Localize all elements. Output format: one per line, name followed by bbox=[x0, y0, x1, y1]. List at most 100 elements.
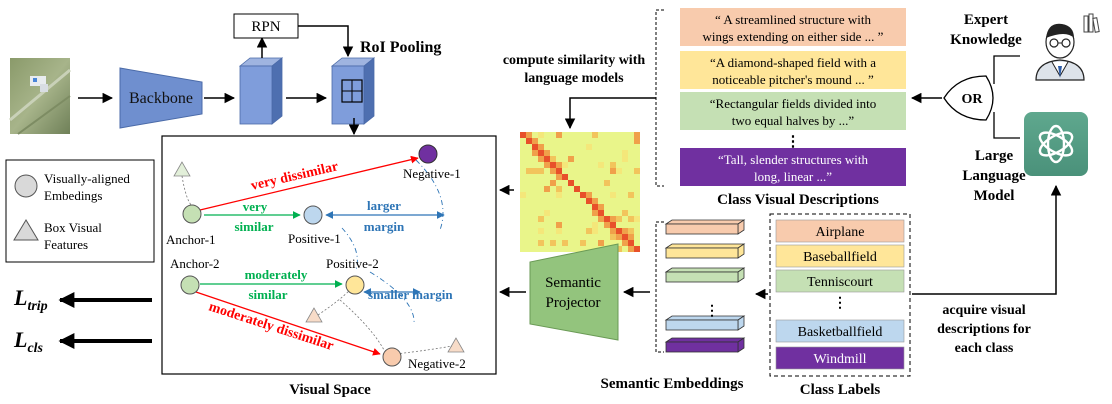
visual-space-box bbox=[161, 135, 497, 375]
class-label-box-basketballfield bbox=[775, 319, 905, 343]
heatmap-cell bbox=[538, 150, 544, 156]
positive-2-label: Positive-2 bbox=[326, 256, 379, 271]
class-label-box-airplane bbox=[775, 219, 905, 243]
similarity-heatmap bbox=[520, 132, 640, 252]
class-label-baseballfield: Baseballfield bbox=[803, 250, 877, 265]
heatmap-cell bbox=[520, 132, 526, 138]
embedding-bar-top bbox=[664, 267, 746, 273]
heatmap-cell bbox=[538, 216, 544, 222]
heatmap-cell bbox=[544, 210, 550, 216]
heatmap-cell bbox=[556, 186, 562, 192]
heatmap-cell bbox=[622, 150, 628, 156]
compute-similarity-line2: language models bbox=[524, 71, 624, 86]
roi-pooling-label: RoI Pooling bbox=[360, 39, 441, 56]
heatmap-cell bbox=[538, 132, 544, 138]
llm-line2: Language bbox=[962, 168, 1026, 184]
expert-knowledge-line1: Expert bbox=[964, 12, 1008, 28]
heatmap-cell bbox=[610, 228, 616, 234]
class-labels-title: Class Labels bbox=[800, 382, 881, 398]
cls-loss-label: Lcls bbox=[13, 327, 44, 356]
similar-label: similar bbox=[235, 219, 274, 234]
heatmap-cell bbox=[592, 204, 598, 210]
margin-arc-2 bbox=[341, 227, 358, 271]
visual-space-title: Visual Space bbox=[289, 382, 371, 398]
moderately-similar-label: similar bbox=[249, 287, 288, 302]
class-label-box-baseballfield bbox=[775, 244, 905, 268]
description-box-tenniscourt bbox=[680, 92, 906, 130]
heatmap-cell bbox=[538, 240, 544, 246]
dotted-link bbox=[317, 289, 351, 316]
class-label-box-tenniscourt bbox=[775, 269, 905, 293]
expert-to-or-line bbox=[993, 55, 1020, 84]
negative-2-label: Negative-2 bbox=[408, 356, 466, 371]
heatmap-cell bbox=[592, 228, 598, 234]
class-label-windmill: Windmill bbox=[813, 352, 866, 367]
heatmap-cell bbox=[616, 228, 622, 234]
heatmap-cell bbox=[592, 132, 598, 138]
embedding-bar bbox=[665, 341, 739, 353]
embeddings-bracket bbox=[655, 221, 664, 353]
or-gate bbox=[943, 75, 994, 121]
heatmap-cell bbox=[562, 240, 568, 246]
rpn-box bbox=[233, 13, 299, 39]
heatmap-cell bbox=[538, 156, 544, 162]
heatmap-cell bbox=[550, 168, 556, 174]
heatmap-cell bbox=[532, 150, 538, 156]
dotted-link bbox=[339, 299, 385, 351]
heatmap-cell bbox=[622, 210, 628, 216]
heatmap-cell bbox=[592, 210, 598, 216]
description-baseballfield-line1: “A diamond-shaped field with a bbox=[710, 55, 876, 70]
semantic-embeddings bbox=[664, 219, 746, 353]
positive-1-circle bbox=[303, 205, 323, 225]
heatmap-cell bbox=[568, 156, 574, 162]
heatmap-cell bbox=[598, 204, 604, 210]
heatmap-cell bbox=[628, 240, 634, 246]
heatmap-cell bbox=[634, 246, 640, 252]
heatmap-cell bbox=[556, 192, 562, 198]
legend-triangle-line2: Features bbox=[44, 237, 88, 252]
embedding-bar bbox=[665, 223, 739, 235]
heatmap-cell bbox=[550, 180, 556, 186]
embedding-bar-top bbox=[664, 243, 746, 249]
llm-logo-icon bbox=[1024, 112, 1088, 176]
heatmap-cell bbox=[586, 144, 592, 150]
embeddings-ellipsis: ⋮ bbox=[705, 304, 719, 319]
anchor-1-label: Anchor-1 bbox=[166, 232, 216, 247]
semantic-embeddings-title: Semantic Embeddings bbox=[601, 376, 744, 392]
moderately-label: moderately bbox=[245, 267, 308, 282]
heatmap-cell bbox=[628, 246, 634, 252]
visual-feature-triangle bbox=[447, 337, 465, 353]
expert-knowledge-line2: Knowledge bbox=[950, 32, 1022, 48]
llm-line3: Model bbox=[974, 188, 1015, 204]
class-label-basketballfield: Basketballfield bbox=[798, 325, 883, 340]
anchor-2-label: Anchor-2 bbox=[170, 256, 220, 271]
dotted-link bbox=[181, 175, 193, 207]
acquire-line3: each class bbox=[955, 341, 1014, 356]
moderately-dissimilar-arrow bbox=[195, 291, 381, 356]
margin-label: margin bbox=[364, 219, 405, 234]
heatmap-cell bbox=[580, 240, 586, 246]
heatmap-cell bbox=[598, 216, 604, 222]
heatmap-cell bbox=[628, 228, 634, 234]
heatmap-cell bbox=[532, 144, 538, 150]
legend-triangle-icon bbox=[13, 219, 39, 241]
heatmap-cell bbox=[604, 216, 610, 222]
arrow-descriptions-to-heatmap bbox=[564, 97, 656, 130]
heatmap-cell bbox=[610, 162, 616, 168]
class-labels-ellipsis: ⋮ bbox=[833, 296, 847, 311]
description-box-airplane bbox=[680, 8, 906, 46]
projector-line1: Semantic bbox=[545, 275, 601, 291]
heatmap-cell bbox=[538, 168, 544, 174]
heatmap-cell bbox=[544, 156, 550, 162]
feature-map-block bbox=[238, 57, 284, 125]
heatmap-cell bbox=[538, 228, 544, 234]
class-label-box-windmill bbox=[775, 346, 905, 370]
heatmap-cell bbox=[568, 180, 574, 186]
heatmap-cell bbox=[622, 240, 628, 246]
description-airplane-line1: “ A streamlined structure with bbox=[715, 12, 871, 27]
description-windmill-line1: “Tall, slender structures with bbox=[718, 152, 868, 167]
heatmap-cell bbox=[616, 168, 622, 174]
acquire-line1: acquire visual bbox=[942, 303, 1025, 318]
smaller-margin-label: smaller margin bbox=[368, 287, 453, 302]
heatmap-cell bbox=[526, 132, 532, 138]
